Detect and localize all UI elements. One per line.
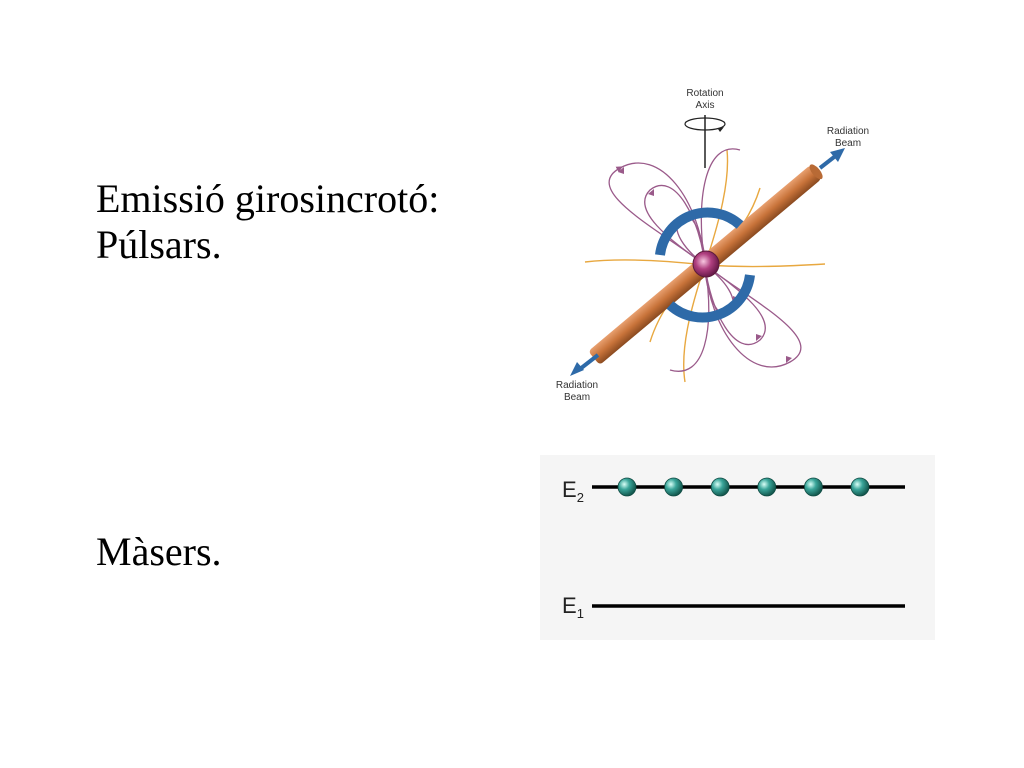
heading-line-1: Emissió girosincrotó: — [96, 176, 440, 221]
magnetic-field-lines — [608, 148, 802, 372]
masers-heading: Màsers. — [96, 529, 222, 574]
rotation-axis-label-2: Axis — [696, 100, 715, 111]
equator-ring — [655, 207, 755, 323]
beam-arrow-top-icon — [818, 148, 845, 170]
lower-level-label: E1 — [562, 593, 584, 621]
heading-line-2: Púlsars. — [96, 222, 222, 267]
atoms — [617, 477, 870, 497]
atom — [850, 477, 870, 497]
beam-bottom-label-1: Radiation — [556, 380, 598, 391]
beam-bottom-label-2: Beam — [564, 392, 590, 403]
atom — [803, 477, 823, 497]
upper-level-label: E2 — [562, 477, 584, 505]
atom — [617, 477, 637, 497]
beam-top-label-2: Beam — [835, 138, 861, 149]
maser-panel — [540, 455, 935, 640]
pulsar-diagram: Rotation Axis Radiation Beam Radiation B… — [556, 88, 869, 403]
pulsars-heading: Emissió girosincrotó: Púlsars. — [96, 176, 439, 268]
beam-top-label-1: Radiation — [827, 126, 869, 137]
maser-diagram: E2 E1 — [540, 455, 935, 640]
atom — [710, 477, 730, 497]
rotation-arrow-icon — [684, 117, 726, 132]
rotation-axis-label-1: Rotation — [686, 88, 723, 99]
atom — [757, 477, 777, 497]
atom — [664, 477, 684, 497]
beam-arrow-bottom-icon — [570, 353, 600, 376]
neutron-star — [692, 250, 720, 278]
